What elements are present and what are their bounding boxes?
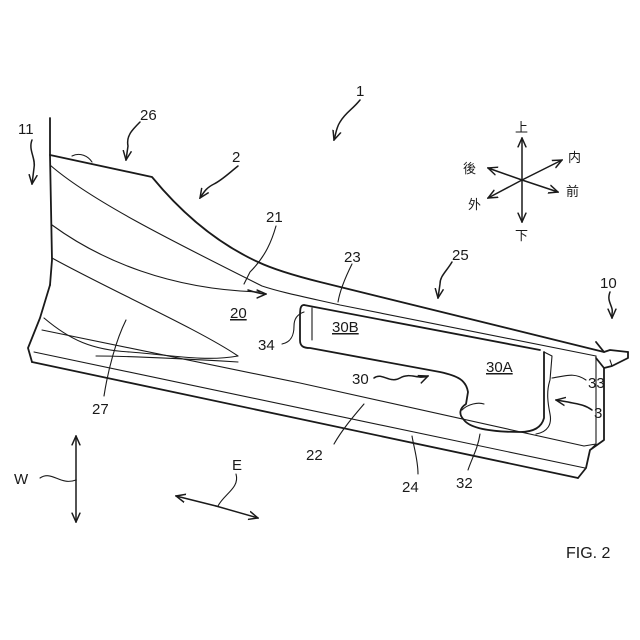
leader-30 [374,376,428,380]
axis-arrows [40,436,258,522]
mid-flange-line [50,165,596,356]
front-arrow [522,180,558,192]
leader-3 [556,400,592,410]
label-30: 30 [352,371,369,388]
leader-26 [126,122,140,160]
label-22: 22 [306,447,323,464]
label-1: 1 [356,83,364,100]
label-30A: 30A [486,359,513,376]
reference-labels: 1 2 11 26 21 20 23 25 10 30B 34 30A 30 3… [14,83,617,496]
lower-flange-inner [42,330,584,446]
e-leader [218,474,237,506]
upper-wall-top-edge [50,155,604,352]
lower-flange-top [32,362,578,478]
inner-arrow [522,160,562,180]
front-end-hem [610,360,612,366]
rear-arrow [488,168,522,180]
label-26: 26 [140,107,157,124]
leader-21 [244,226,276,284]
label-30B: 30B [332,319,359,336]
compass-up: 上 [515,121,528,136]
leader-lines [31,100,612,474]
label-32: 32 [456,475,473,492]
label-27: 27 [92,401,109,418]
leader-1 [334,100,360,140]
compass-down: 下 [515,229,528,244]
compass-outer: 外 [468,198,481,213]
label-11: 11 [18,121,34,138]
leader-22 [334,404,364,444]
e-arrow-left [176,496,216,506]
label-25: 25 [452,247,469,264]
figure-caption: FIG. 2 [566,545,611,562]
rear-edge [50,118,52,285]
rear-diagonal-line [52,225,262,292]
leader-33 [552,375,586,380]
label-E: E [232,457,242,474]
label-3: 3 [594,405,602,422]
leader-32 [468,434,480,470]
leader-27 [104,320,126,396]
rear-bottom-outline [28,285,50,362]
leader-24 [412,436,418,474]
compass-inner: 内 [568,150,581,166]
leader-11 [31,140,34,184]
leader-23 [338,264,352,302]
label-10: 10 [600,275,617,292]
label-21: 21 [266,209,283,226]
compass-rear: 後 [463,162,476,177]
label-20: 20 [230,305,247,322]
label-24: 24 [402,479,419,496]
w-leader [40,476,76,482]
direction-compass: 上 下 後 前 内 外 [463,121,581,244]
leader-2 [200,166,238,198]
label-33: 33 [588,375,605,392]
label-23: 23 [344,249,361,266]
label-W: W [14,471,29,488]
front-end-edge [584,356,596,446]
blend-region-27-upper [96,356,238,362]
leader-25 [438,262,452,298]
leader-10 [609,292,612,318]
label-2: 2 [232,149,240,166]
e-arrow-right [216,506,258,518]
label-34: 34 [258,337,275,354]
compass-front: 前 [566,184,579,200]
outer-arrow [488,180,522,198]
